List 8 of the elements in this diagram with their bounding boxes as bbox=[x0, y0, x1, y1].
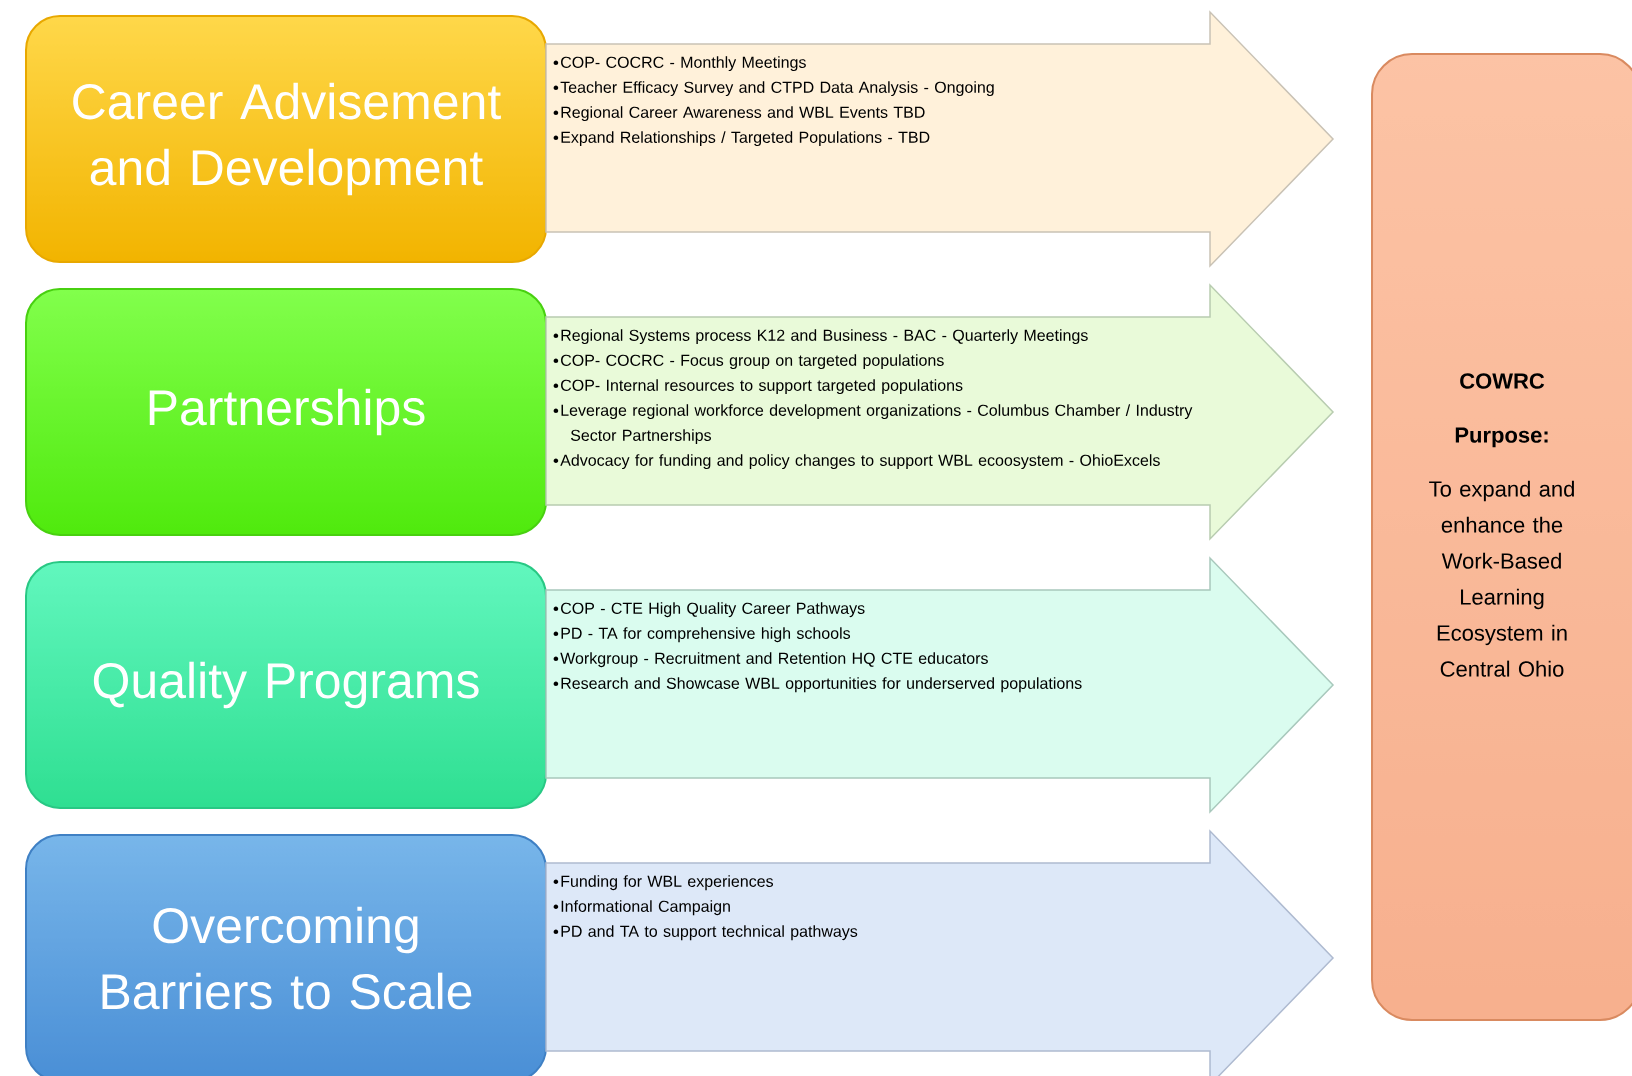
arrow-shaped-panel: COP - CTE High Quality Career Pathways PD - TA for comprehensive high schools Workgroup - Recruitment and Retention HQ CTE educators Research and Showcase WBL opportunities for underserved populations bbox=[545, 556, 1335, 814]
category-box: Career Advisement and Development bbox=[25, 15, 547, 263]
category-box: Quality Programs bbox=[25, 561, 547, 809]
arrow-shaped-panel: COP- COCRC - Monthly Meetings Teacher Efficacy Survey and CTPD Data Analysis - Ongoing Regional Career Awareness and WBL Events TBD Expand Relationships / Targeted Populations - TBD bbox=[545, 10, 1335, 268]
arrow-shaped-panel: Regional Systems process K12 and Business - BAC - Quarterly Meetings COP- COCRC - Focus group on targeted populations COP- Internal resources to support targeted populations Leverage regional workforce development organizations - Columbus Chamber / Industry Sector Partnerships Advocacy for funding and policy changes to support WBL ecoosystem - OhioExcels bbox=[545, 283, 1335, 541]
arrow-shaped-panel: Funding for WBL experiences Informational Campaign PD and TA to support technical pathways bbox=[545, 829, 1335, 1076]
purpose-box: COWRC Purpose: To expand and enhance the Work-Based Learning Ecosystem in Central Ohio bbox=[1371, 53, 1632, 1021]
category-box: Partnerships bbox=[25, 288, 547, 536]
